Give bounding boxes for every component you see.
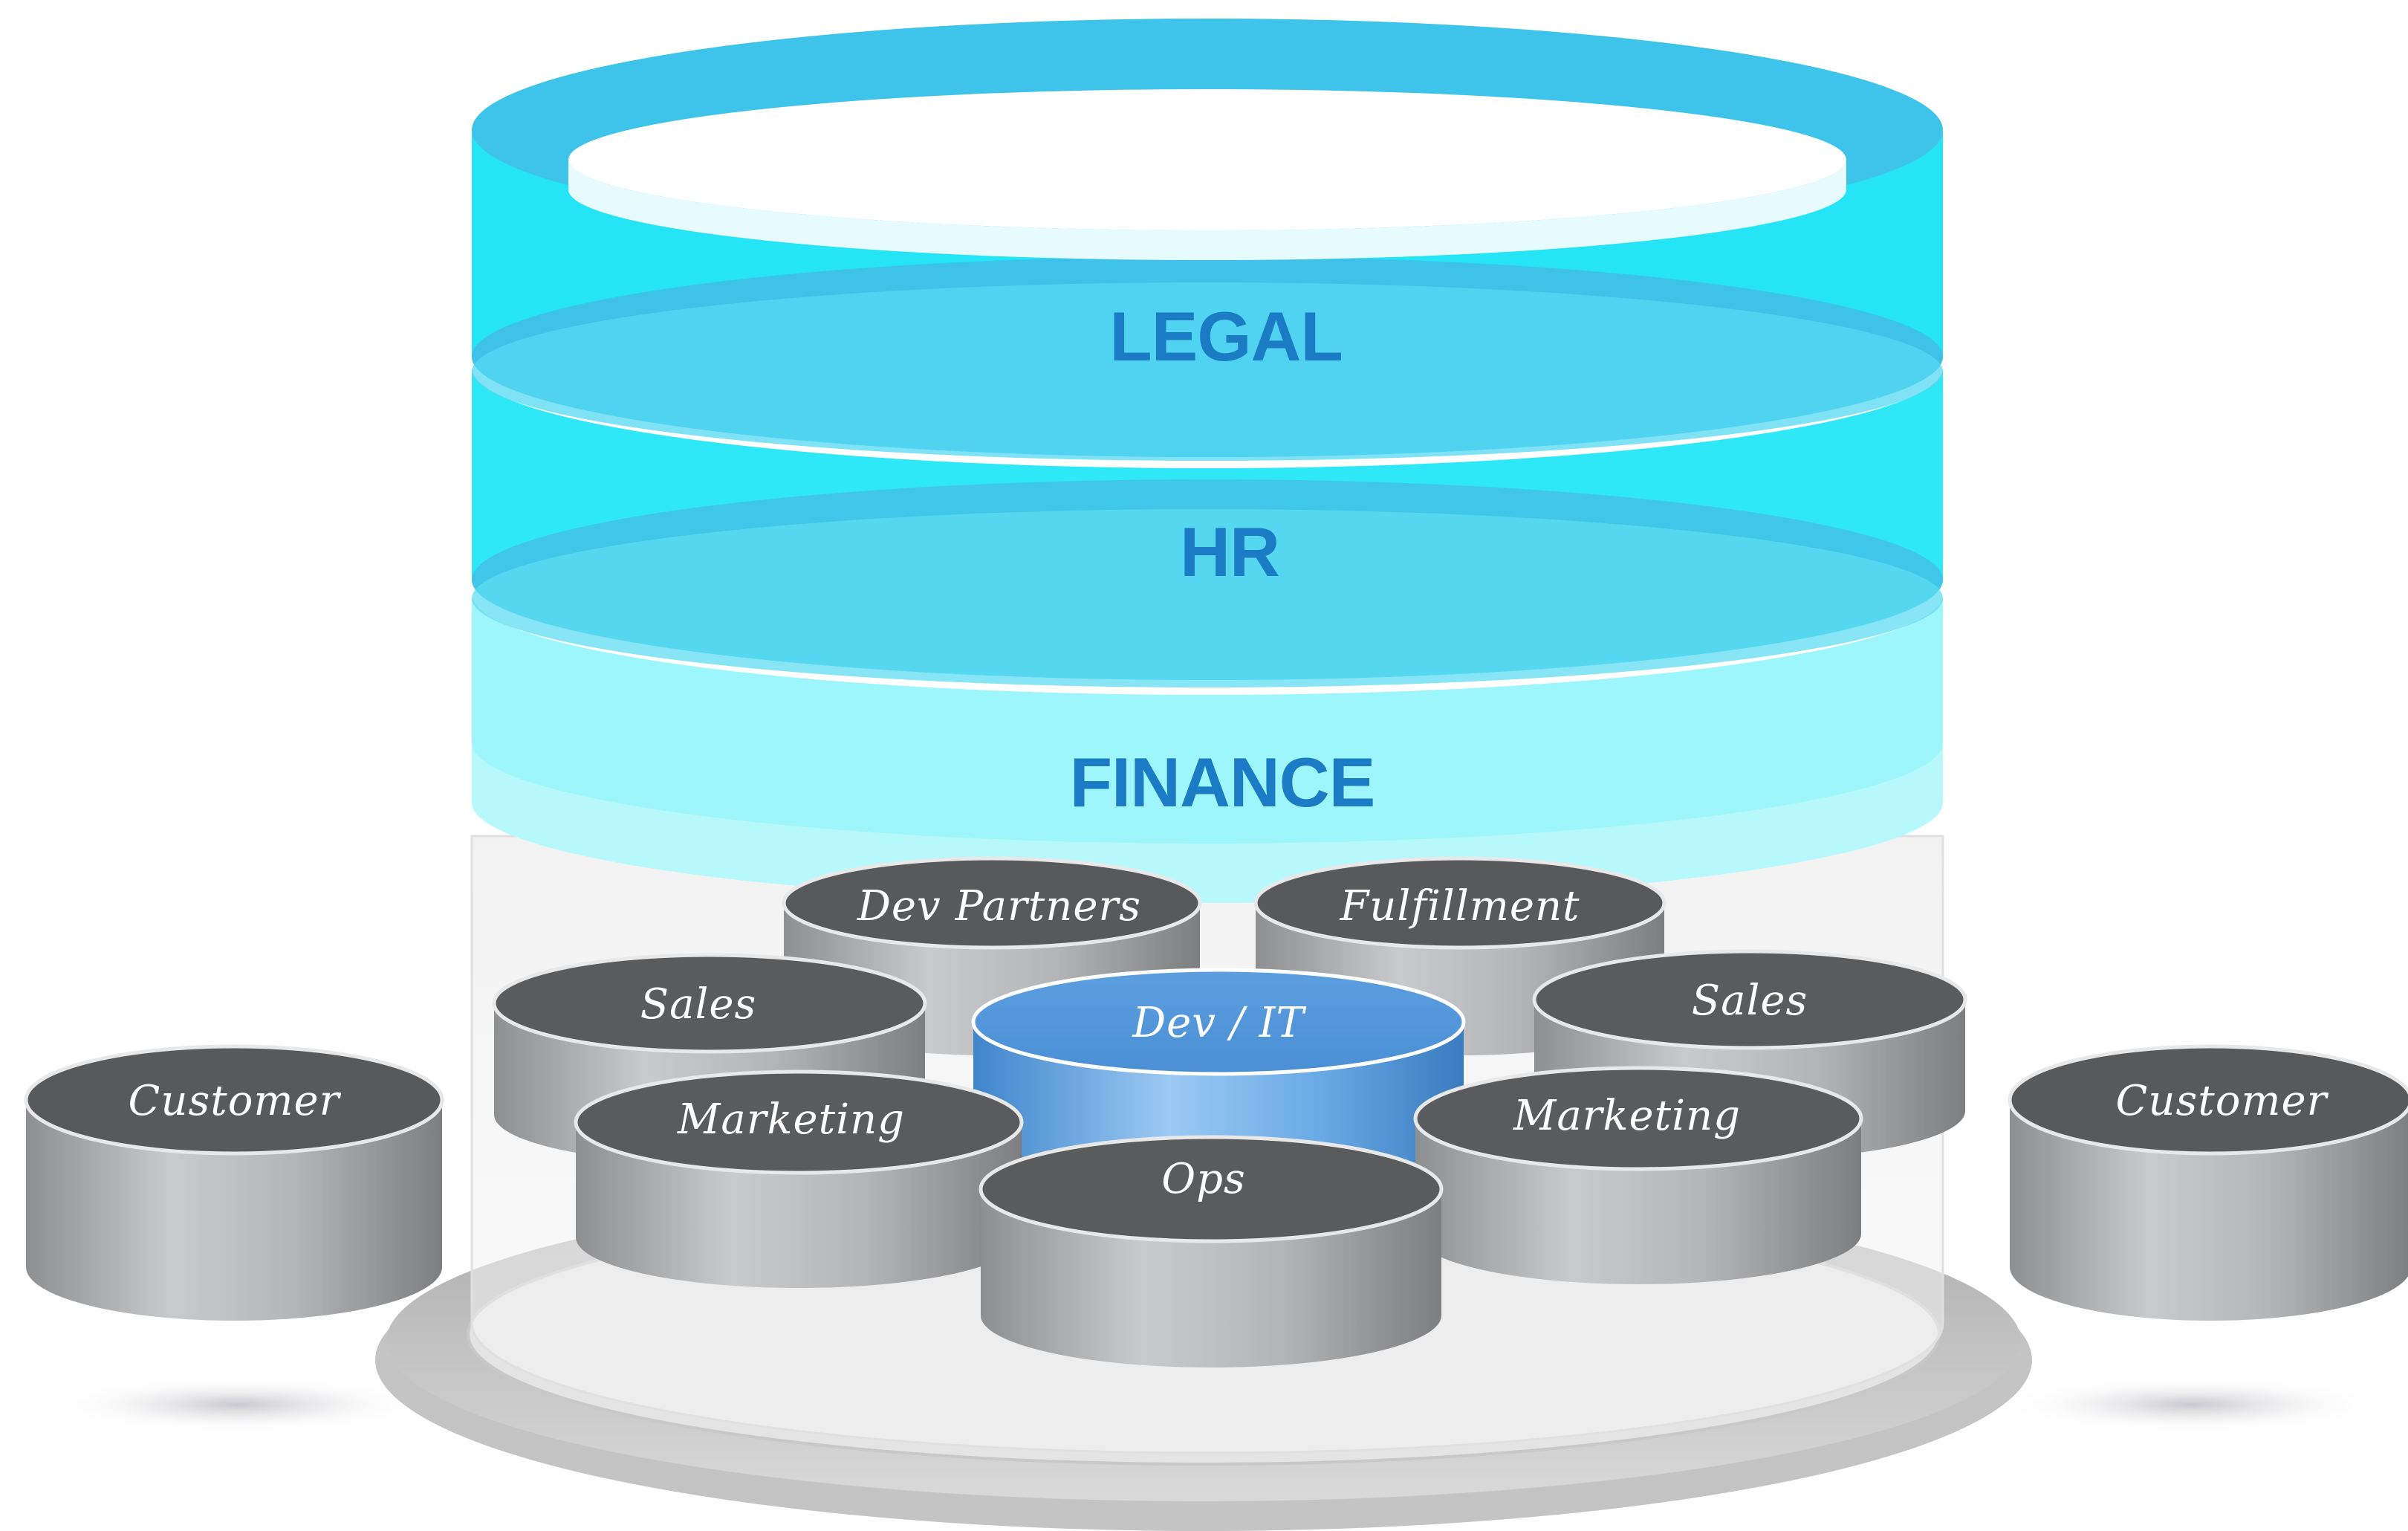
band-hr [472, 368, 1943, 687]
customer-left-shadow [45, 1376, 431, 1433]
silo-dev-partners: Dev Partners [782, 856, 1202, 1055]
customer-right-shadow [1999, 1376, 2385, 1433]
customer-left: Customer [24, 1044, 444, 1321]
silo-label-sales-right: Sales [1692, 977, 1808, 1025]
band-label-legal: LEGAL [1109, 297, 1343, 375]
band-label-hr: HR [1180, 513, 1279, 591]
silo-label-ops: Ops [1161, 1155, 1246, 1203]
silo-label-marketing-right: Marketing [1513, 1092, 1741, 1140]
band-top-ring [472, 19, 1943, 260]
band-label-finance: FINANCE [1070, 743, 1375, 821]
customer-right: Customer [2008, 1044, 2408, 1321]
customer-label-left: Customer [129, 1077, 342, 1125]
silo-label-marketing-left: Marketing [677, 1095, 905, 1144]
customer-label-right: Customer [2116, 1077, 2329, 1125]
band-finance [472, 595, 1943, 903]
band-legal [472, 130, 1943, 461]
silo-label-fulfillment: Fulfillment [1339, 882, 1580, 930]
silo-label-sales-left: Sales [640, 980, 757, 1029]
silo-marketing-left: Marketing [574, 1069, 1024, 1288]
silo-label-dev-it: Dev / IT [1132, 999, 1306, 1047]
silo-marketing-right: Marketing [1413, 1066, 1863, 1284]
silo-label-dev-partners: Dev Partners [857, 882, 1141, 930]
silo-ops: Ops [979, 1135, 1444, 1367]
